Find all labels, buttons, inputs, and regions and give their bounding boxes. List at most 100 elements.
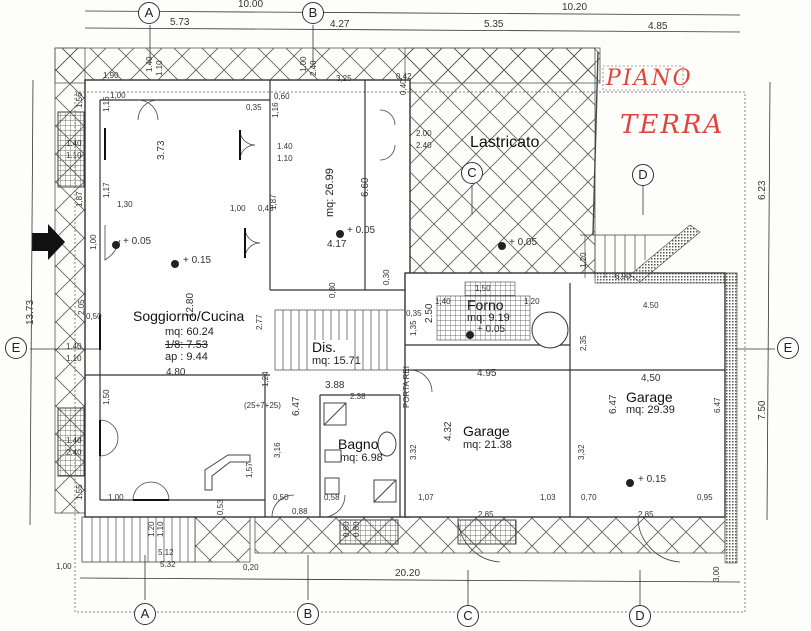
dim-647b: 6.47 [608, 394, 619, 414]
dim-120: 1,20 [579, 252, 588, 268]
dim-647a: 6.47 [291, 396, 302, 416]
dim-left-total: 13.73 [25, 299, 36, 325]
dim-035b: 0,35 [406, 309, 422, 318]
window-8-bottom: 1.10 [156, 521, 165, 537]
dim-top-overall-right: 10.20 [562, 2, 588, 13]
dim-140f: 1,40 [435, 297, 451, 306]
dim-316: 3,16 [273, 442, 282, 458]
window-1-top: 1.40 [66, 139, 82, 148]
dim-373: 3.73 [156, 140, 167, 160]
dim-117: 1,17 [102, 182, 111, 198]
dim-190: 1,90 [103, 71, 119, 80]
dim-right-upper: 6.23 [757, 180, 768, 200]
dim-150: 1,50 [102, 389, 111, 405]
dim-187a: 1,87 [75, 191, 84, 207]
dim-bottom-020: 0,20 [243, 563, 259, 572]
room-forno-name: Forno [467, 297, 504, 313]
window-2-bottom: 1.10 [277, 154, 293, 163]
dim-053: 0,53 [216, 499, 225, 515]
window-5-top: 2.00 [416, 129, 432, 138]
room-2699-area: mq: 26.99 [324, 168, 336, 217]
room-dis-area: mq: 15.71 [312, 355, 361, 367]
dim-080: 0,80 [328, 282, 337, 298]
level-ingresso: + 0.05 [123, 236, 152, 247]
room-soggiorno-name: Soggiorno/Cucina [133, 308, 245, 324]
window-6-top: 1.00 [299, 56, 308, 72]
level-lastricato: + 0.05 [509, 237, 538, 248]
dim-432: 4.32 [443, 421, 454, 441]
room-garage1-area: mq: 21.38 [463, 439, 512, 451]
axis-marker-d: D [632, 164, 658, 190]
room-dis-name: Dis. [312, 339, 337, 355]
dim-top-overall-left: 10.00 [238, 0, 264, 10]
dim-100d: 1,00 [89, 234, 98, 250]
dim-450b: 4,50 [641, 373, 661, 384]
dim-480: 4.80 [166, 367, 186, 378]
dim-050a: 0,50 [86, 312, 102, 321]
axis-marker-d-bottom: D [629, 605, 655, 631]
axis-marker-c: C [461, 162, 487, 188]
dim-035: 0,35 [246, 103, 262, 112]
axis-marker-e-right: E [777, 337, 803, 363]
dim-top-seg4: 4.85 [648, 21, 668, 32]
dim-bottom-532: 5.32 [160, 560, 176, 569]
dim-495: 4.95 [477, 368, 497, 379]
room-garage2-area: mq: 29.39 [626, 404, 675, 416]
dim-417: 4.17 [327, 239, 347, 250]
window-4-top: 1.40 [66, 436, 82, 445]
room-soggiorno-ap: ap : 9.44 [165, 351, 208, 363]
handwritten-title-piano: PIANO [606, 66, 693, 91]
dim-235: 2,35 [579, 335, 588, 351]
stair-formula: (25+7+25) [244, 401, 281, 410]
room-garage1-name: Garage [463, 423, 510, 439]
room-forno-area: mq: 9.19 [467, 312, 510, 324]
dim-top-seg2: 4.27 [330, 19, 350, 30]
dim-124: 1,24 [261, 371, 270, 387]
dim-450a: 4.50 [643, 301, 659, 310]
dim-205: 2,05 [77, 299, 86, 315]
dim-660: 6.60 [360, 177, 371, 197]
dim-690: 6.90 [615, 272, 631, 281]
dim-107: 1,07 [418, 493, 434, 502]
dim-bottom-100: 1,00 [56, 562, 72, 571]
window-3-bottom: 1.10 [66, 354, 82, 363]
window-4-bottom: 2.40 [66, 448, 82, 457]
dim-030: 0,30 [382, 269, 391, 285]
dim-088: 0,88 [292, 507, 308, 516]
dim-040: 0,40 [399, 79, 408, 95]
level-room2699: + 0.05 [347, 225, 376, 236]
dim-157: 1,57 [245, 462, 254, 478]
axis-marker-c-bottom: C [457, 605, 483, 631]
dim-100c: 1,00 [108, 493, 124, 502]
dim-070: 0,70 [581, 493, 597, 502]
porta-rei-label: PORTA REI [402, 366, 411, 408]
window-9-bottom: 0.80 [352, 521, 361, 537]
dim-647c: 6.47 [713, 397, 722, 413]
window-9-top: 0.80 [342, 521, 351, 537]
axis-marker-b-bottom: B [297, 603, 323, 629]
dim-095: 0,95 [697, 493, 713, 502]
room-garage2-name: Garage [626, 389, 673, 405]
room-bagno-area: mq: 6.98 [340, 452, 383, 464]
room-bagno-name: Bagno [338, 436, 379, 452]
dim-043: 0,43 [258, 204, 274, 213]
axis-marker-b-top: B [302, 2, 328, 28]
window-3-top: 1.40 [66, 342, 82, 351]
level-garage2: + 0.15 [638, 474, 667, 485]
dim-332b: 3,32 [577, 444, 586, 460]
dim-150f: 1,50 [475, 284, 491, 293]
dim-325: 3,25 [336, 74, 352, 83]
room-soggiorno-area: mq: 60.24 [165, 326, 214, 338]
dim-130: 1,30 [117, 200, 133, 209]
room-soggiorno-ratio: 1/8: 7.53 [165, 339, 208, 351]
dim-058: 0,58 [324, 493, 340, 502]
dim-155: 1,55 [75, 484, 84, 500]
dim-277: 2.77 [255, 314, 264, 330]
dim-116b: 1,16 [271, 102, 280, 118]
dim-bottom-300: 3,00 [712, 566, 721, 582]
dim-bottom-512: 5.12 [158, 548, 174, 557]
dim-332a: 3.32 [409, 444, 418, 460]
dim-050b: 0,50 [273, 493, 289, 502]
dim-1280: 12.80 [185, 292, 196, 318]
